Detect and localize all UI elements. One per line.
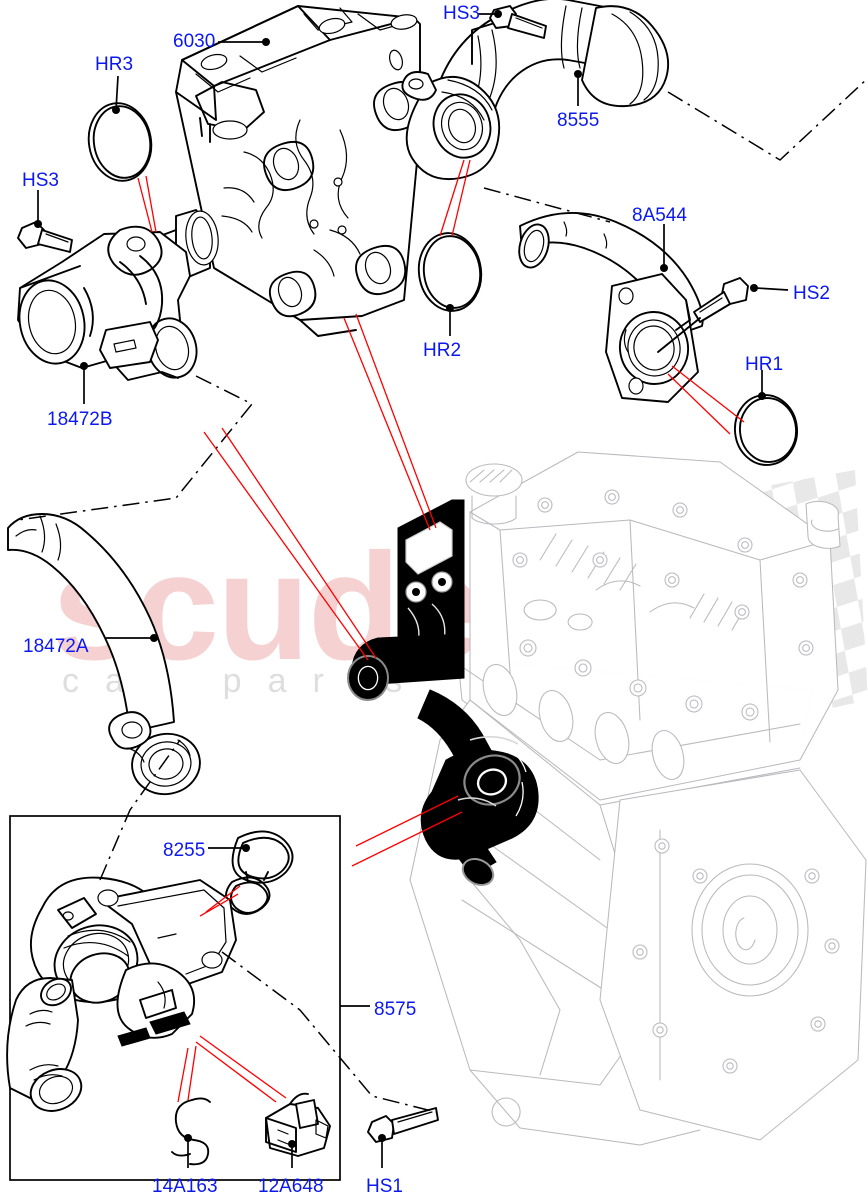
part-18472B-heater-hose-and-housing (17, 225, 198, 381)
part-8575-thermostat-housing-assembly (6, 876, 237, 1112)
part-HR3-o-ring (87, 102, 153, 182)
callout-label-HS3-left[interactable]: HS3 (22, 170, 59, 191)
part-HR1-o-ring (734, 394, 798, 466)
callout-label-HR1[interactable]: HR1 (745, 354, 784, 375)
part-HS2-bolt (657, 277, 749, 353)
callout-label-14A163[interactable]: 14A163 (152, 1176, 218, 1197)
part-12A648-coolant-temperature-sensor (265, 1092, 331, 1157)
part-HS3-bolt-left (17, 221, 73, 253)
callout-label-8A544[interactable]: 8A544 (632, 205, 687, 226)
alignment-dash-dot-lines (17, 77, 868, 1113)
callout-label-8555[interactable]: 8555 (557, 110, 600, 131)
callout-leader-lines (34, 10, 789, 1168)
part-8555-air-hose (401, 0, 670, 180)
red-leader-lines (137, 159, 745, 1103)
callout-label-18472A[interactable]: 18472A (23, 636, 89, 657)
callout-label-HR2[interactable]: HR2 (423, 340, 462, 361)
callout-label-12A648[interactable]: 12A648 (258, 1176, 324, 1197)
part-14A163-clip (171, 1097, 211, 1166)
part-HS1-bolt (367, 1107, 439, 1143)
callout-label-8255[interactable]: 8255 (163, 840, 206, 861)
part-HR2-o-ring (417, 232, 483, 312)
callout-label-HS2[interactable]: HS2 (793, 283, 830, 304)
part-18472A-heater-hose (7, 513, 201, 796)
part-8A544-coolant-pipe (518, 211, 704, 403)
callout-label-HS3-top[interactable]: HS3 (443, 3, 480, 24)
callout-label-6030[interactable]: 6030 (173, 31, 216, 52)
callout-label-8575[interactable]: 8575 (374, 999, 417, 1020)
highlighted-coolant-crossover-pipe (347, 499, 539, 886)
inset-detail-box (9, 815, 341, 1181)
part-6030-front-cover-bracket (159, 5, 425, 337)
part-8255-gasket (225, 830, 294, 915)
callout-label-18472B[interactable]: 18472B (47, 409, 113, 430)
callout-label-HR3[interactable]: HR3 (95, 54, 134, 75)
callout-label-HS1[interactable]: HS1 (366, 1176, 403, 1197)
